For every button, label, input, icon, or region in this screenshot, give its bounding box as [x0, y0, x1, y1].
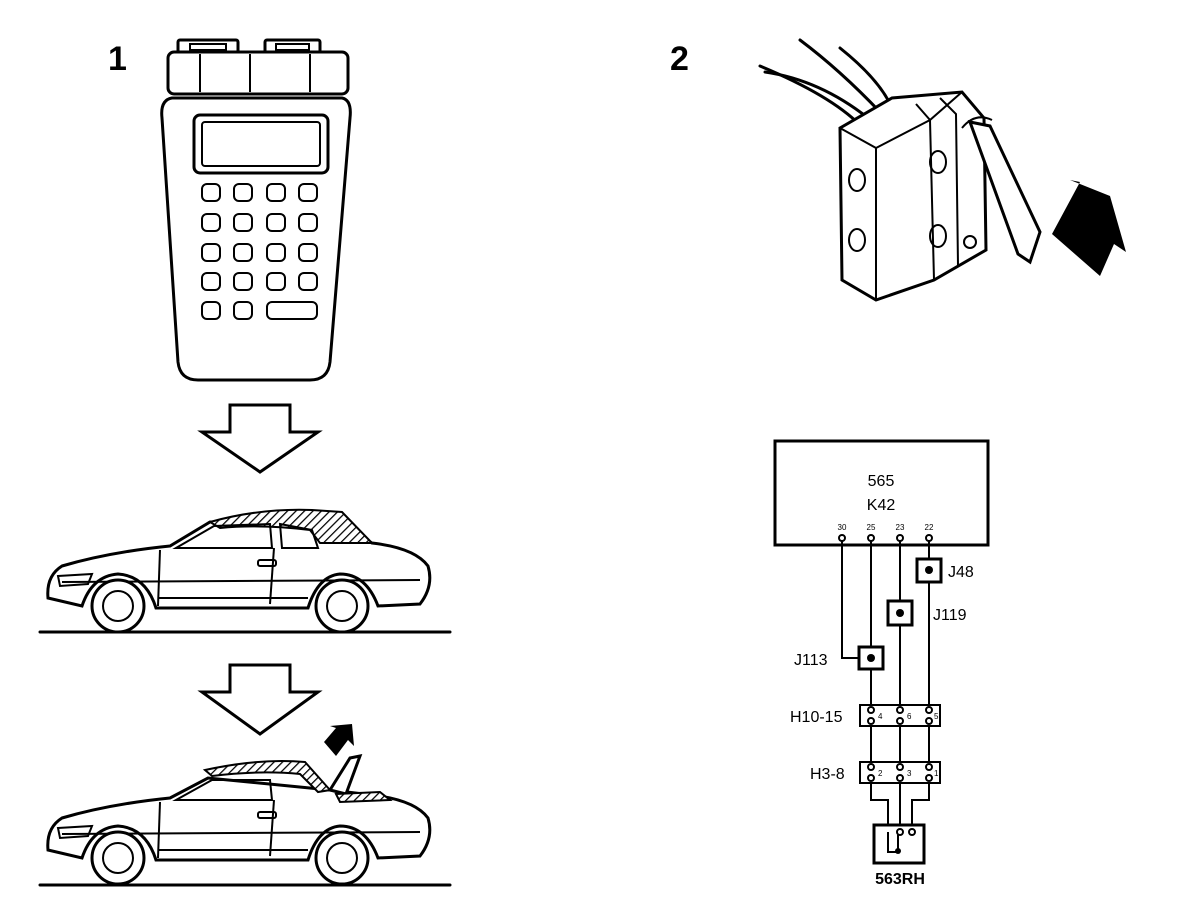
- down-arrow-icon: [197, 403, 323, 474]
- connector-pin-label: 4: [878, 712, 883, 721]
- indicator-arrow-icon: [324, 724, 354, 756]
- module-code: K42: [867, 497, 896, 514]
- connector-pin-label: 3: [907, 769, 912, 778]
- switch-label: 563RH: [875, 871, 925, 888]
- micro-switch-illustration: [758, 38, 1042, 302]
- panel-label-2: 2: [670, 40, 689, 78]
- connector-h10-label: H10-15: [790, 709, 843, 726]
- pin-label: 22: [925, 523, 934, 532]
- pin-label: 30: [838, 523, 847, 532]
- diagnostic-tester-illustration: [160, 38, 352, 382]
- connector-pin-label: 2: [878, 769, 883, 778]
- connector-pin-label: 6: [907, 712, 912, 721]
- joint-j48-label: J48: [948, 564, 974, 581]
- down-arrow-icon: [197, 663, 323, 736]
- convertible-car-roof-opening: [38, 754, 452, 887]
- joint-j119-label: J119: [933, 607, 967, 624]
- joint-j113-label: J113: [794, 652, 828, 669]
- control-module-box: [773, 439, 990, 547]
- indicator-arrow-icon: [1052, 180, 1126, 276]
- panel-label-1: 1: [108, 40, 127, 78]
- connector-pin-label: 1: [934, 769, 939, 778]
- module-number: 565: [868, 473, 895, 490]
- wiring-schematic: 565 K42 30 25 23 22 J48 J119 J113: [773, 439, 990, 888]
- pin-label: 23: [896, 523, 905, 532]
- connector-pin-label: 5: [934, 712, 939, 721]
- connector-h3-label: H3-8: [810, 766, 845, 783]
- pin-label: 25: [867, 523, 876, 532]
- convertible-car-roof-closed: [38, 508, 452, 634]
